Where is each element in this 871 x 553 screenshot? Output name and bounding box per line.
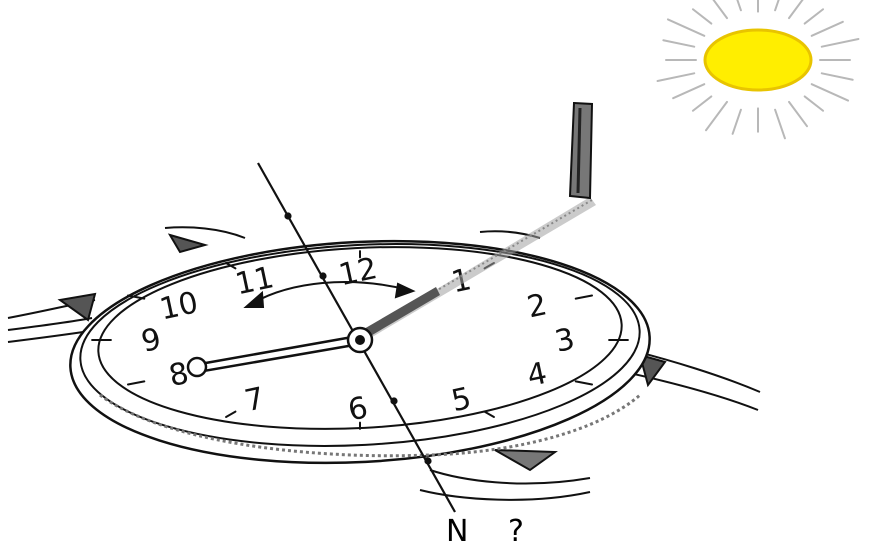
sun-ray [709,0,727,18]
sun-icon [658,0,859,138]
sun-ray [658,73,695,81]
sun-ray [822,73,853,79]
sun-ray [731,0,741,10]
sun-ray [733,110,741,134]
sun-ray [812,22,843,36]
sun-ray [775,0,783,10]
watch-center [348,328,372,352]
question-mark: ? [508,514,524,549]
direction-label: N [446,514,468,549]
sun-ray [805,9,823,23]
stick-icon [570,103,592,198]
sun-ray [706,102,727,130]
sun-ray [789,102,807,126]
sun-ray [668,19,704,35]
sun-ray [693,9,711,23]
sun-ray [812,84,848,100]
sun-ray [775,110,785,139]
sun-ray [663,40,694,46]
sun-ray [673,84,704,98]
sun-ray [789,0,810,18]
sun-ray [822,39,859,47]
sun-ray [693,96,711,110]
sun-ray [805,96,823,110]
